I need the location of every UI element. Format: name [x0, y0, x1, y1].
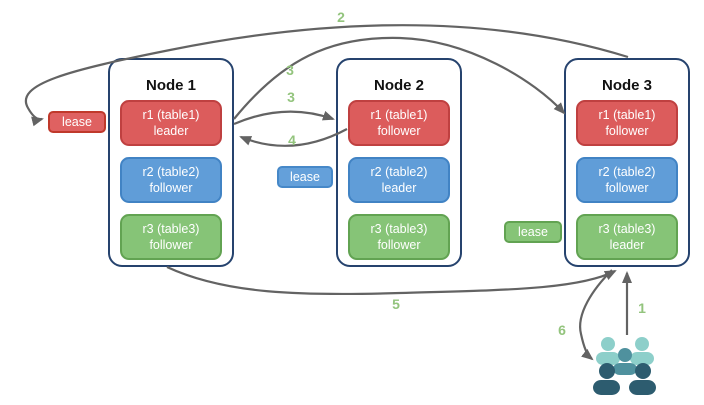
arrow-step-6 [579, 269, 613, 361]
node2-replica-r3: r3 (table3) follower [348, 214, 450, 260]
node-title: Node 2 [373, 77, 424, 94]
replica-role: follower [377, 238, 421, 252]
replica-name: r1 (table1) [142, 107, 200, 122]
node2-replica-r1: r1 (table1) follower [348, 100, 450, 146]
lease-tag-blue: lease [277, 166, 333, 188]
step-label-4: 4 [288, 132, 296, 148]
node3-replica-r2: r2 (table2) follower [576, 157, 678, 203]
replica-name: r3 (table3) [598, 221, 656, 236]
replica-name: r1 (table1) [370, 107, 428, 122]
step-label-6: 6 [558, 322, 566, 338]
replica-role: leader [153, 124, 189, 138]
lease-tag-green: lease [504, 221, 562, 243]
replica-name: r1 (table1) [598, 107, 656, 122]
arrow-step-5 [166, 266, 617, 296]
replica-name: r3 (table3) [370, 221, 428, 236]
node3-replica-r1: r1 (table1) follower [576, 100, 678, 146]
node-3: Node 3 r1 (table1) follower r2 (table2) … [564, 58, 690, 267]
replica-name: r2 (table2) [142, 164, 200, 179]
step-label-3a: 3 [286, 62, 294, 78]
lease-label: lease [62, 115, 92, 129]
node-2: Node 2 r1 (table1) follower r2 (table2) … [336, 58, 462, 267]
replica-role: leader [609, 238, 645, 252]
replica-role: follower [149, 238, 193, 252]
replica-role: follower [605, 124, 649, 138]
step-label-3b: 3 [287, 89, 295, 105]
step-label-1: 1 [638, 300, 646, 316]
replica-name: r2 (table2) [598, 164, 656, 179]
replica-role: follower [149, 181, 193, 195]
node3-replica-r3: r3 (table3) leader [576, 214, 678, 260]
step-label-2: 2 [337, 9, 345, 25]
node1-replica-r2: r2 (table2) follower [120, 157, 222, 203]
step-label-5: 5 [392, 296, 400, 312]
node2-replica-r2: r2 (table2) leader [348, 157, 450, 203]
replica-role: leader [381, 181, 417, 195]
node-title: Node 1 [145, 77, 196, 94]
replica-name: r2 (table2) [370, 164, 428, 179]
replica-role: follower [605, 181, 649, 195]
node-title: Node 3 [601, 77, 652, 94]
replica-name: r3 (table3) [142, 221, 200, 236]
node-1: Node 1 r1 (table1) leader r2 (table2) fo… [108, 58, 234, 267]
users-icon [593, 337, 656, 395]
node1-replica-r1: r1 (table1) leader [120, 100, 222, 146]
lease-label: lease [518, 225, 548, 239]
arrow-step-3-to-node2 [233, 110, 335, 126]
lease-label: lease [290, 170, 320, 184]
replica-role: follower [377, 124, 421, 138]
node1-replica-r3: r3 (table3) follower [120, 214, 222, 260]
lease-tag-red: lease [48, 111, 106, 133]
